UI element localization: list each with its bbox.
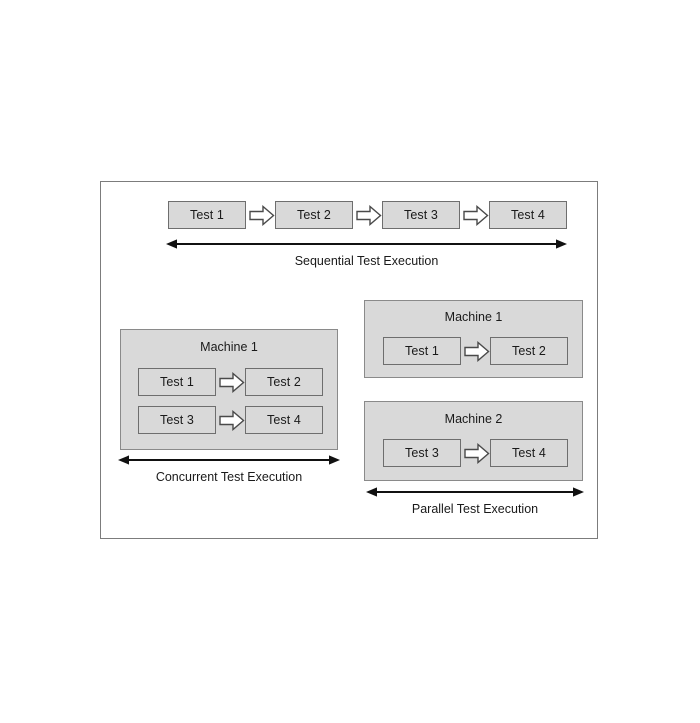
test-box-label: Test 4 — [267, 413, 301, 427]
machine-title: Machine 1 — [444, 310, 503, 324]
concurrent-caption: Concurrent Test Execution — [155, 470, 303, 484]
machine-title: Machine 1 — [200, 340, 258, 354]
concurrent-m1-r2-test-box-2[interactable]: Test 4 — [245, 406, 323, 434]
concurrent-m1-r1-test-box-1[interactable]: Test 1 — [138, 368, 216, 396]
flow-arrow-icon — [356, 205, 382, 226]
test-box-label: Test 4 — [511, 208, 545, 222]
sequential-test-box-1[interactable]: Test 1 — [168, 201, 246, 229]
concurrent-machine-1[interactable]: Machine 1 Test 1 Test 2 Test 3 — [120, 329, 338, 450]
test-box-label: Test 3 — [404, 208, 438, 222]
concurrent-span-arrow-icon — [118, 454, 340, 466]
sequential-test-box-4[interactable]: Test 4 — [489, 201, 567, 229]
parallel-machine-2[interactable]: Machine 2 Test 3 Test 4 — [364, 401, 583, 481]
sequential-span-arrow-icon — [166, 238, 567, 250]
sequential-test-box-3[interactable]: Test 3 — [382, 201, 460, 229]
sequential-caption: Sequential Test Execution — [294, 254, 439, 268]
test-box-label: Test 1 — [190, 208, 224, 222]
test-box-label: Test 1 — [160, 375, 194, 389]
test-box-label: Test 2 — [267, 375, 301, 389]
flow-arrow-icon — [464, 341, 490, 362]
parallel-m1-test-box-1[interactable]: Test 1 — [383, 337, 461, 365]
flow-arrow-icon — [249, 205, 275, 226]
flow-arrow-icon — [464, 443, 490, 464]
concurrent-m1-r2-test-box-1[interactable]: Test 3 — [138, 406, 216, 434]
parallel-caption: Parallel Test Execution — [411, 502, 539, 516]
parallel-m2-test-box-1[interactable]: Test 3 — [383, 439, 461, 467]
test-box-label: Test 3 — [160, 413, 194, 427]
test-box-label: Test 3 — [405, 446, 439, 460]
parallel-m1-test-box-2[interactable]: Test 2 — [490, 337, 568, 365]
test-box-label: Test 2 — [512, 344, 546, 358]
concurrent-m1-r1-test-box-2[interactable]: Test 2 — [245, 368, 323, 396]
concurrent-section: Machine 1 Test 1 Test 2 Test 3 — [101, 322, 351, 484]
parallel-m2-test-box-2[interactable]: Test 4 — [490, 439, 568, 467]
machine-title: Machine 2 — [444, 412, 503, 426]
parallel-section: Machine 1 Test 1 Test 2 Machine 2 Test 3 — [351, 292, 599, 532]
flow-arrow-icon — [463, 205, 489, 226]
test-box-label: Test 1 — [405, 344, 439, 358]
parallel-machine-1[interactable]: Machine 1 Test 1 Test 2 — [364, 300, 583, 378]
test-box-label: Test 2 — [297, 208, 331, 222]
test-box-label: Test 4 — [512, 446, 546, 460]
flow-arrow-icon — [219, 410, 245, 431]
sequential-section: Test 1 Test 2 Test 3 — [101, 182, 599, 272]
diagram-frame: Test 1 Test 2 Test 3 — [100, 181, 598, 539]
parallel-span-arrow-icon — [366, 486, 584, 498]
flow-arrow-icon — [219, 372, 245, 393]
sequential-test-box-2[interactable]: Test 2 — [275, 201, 353, 229]
